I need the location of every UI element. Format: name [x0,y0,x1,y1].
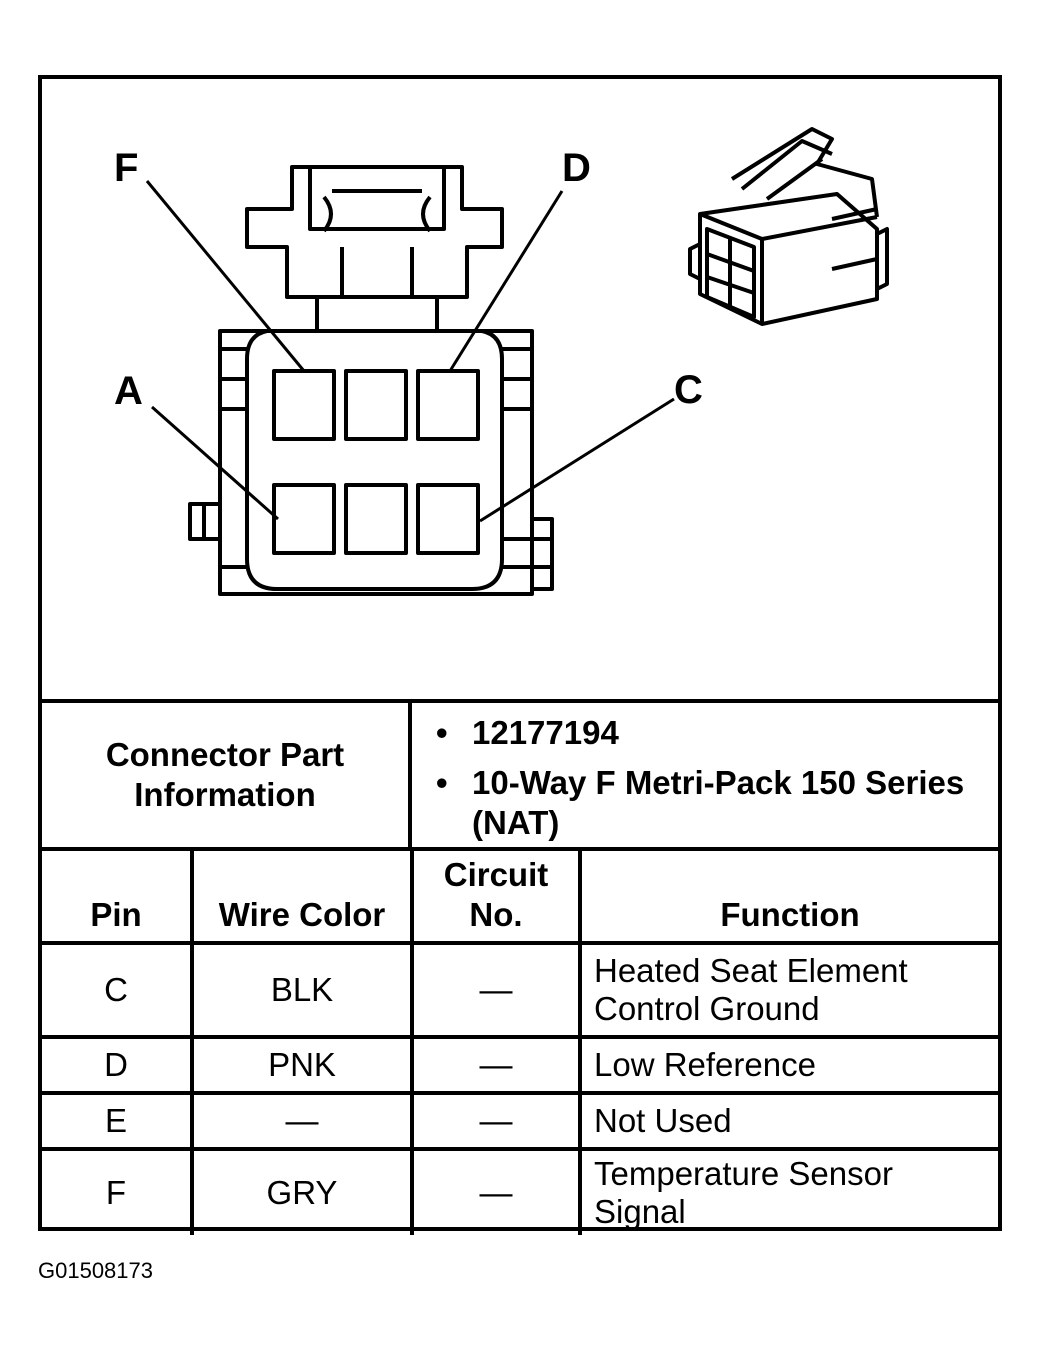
cavity-a [272,483,336,555]
leader-line-a [151,405,279,521]
cavity-f [272,369,336,441]
wire-color-cell: PNK [190,1035,414,1095]
circuit-cell: — [410,1091,582,1151]
header-pin: Pin [42,847,194,945]
cavity-d [416,369,480,441]
label-d: D [562,146,591,190]
leader-line-c [479,397,675,523]
function-cell: Heated Seat Element Control Ground [578,941,998,1039]
connector-type: • 10-Way F Metri-Pack 150 Series (NAT) [436,763,992,843]
cavity-b [344,483,408,555]
connector-figure-frame: F D A C Connector Part Information [38,75,1002,1235]
part-number: • 12177194 [436,713,992,753]
cavity-c [416,483,480,555]
pin-cell: E [42,1091,194,1151]
label-c: C [674,368,703,412]
connector-part-info-label: Connector Part Information [42,703,412,847]
header-function: Function [578,847,998,945]
function-cell: Temperature Sensor Signal [578,1147,998,1235]
connector-3d-view [688,127,889,326]
function-cell: Low Reference [578,1035,998,1095]
header-circuit-no: Circuit No. [410,847,582,945]
table-row: F GRY — Temperature Sensor Signal [42,1147,998,1235]
connector-latch [245,165,504,299]
connector-type-text: 10-Way F Metri-Pack 150 Series (NAT) [472,764,965,841]
connector-body [218,329,534,596]
table-row: D PNK — Low Reference [42,1035,998,1095]
function-cell: Not Used [578,1091,998,1151]
cavity-e [344,369,408,441]
label-f: F [114,146,138,190]
pinout-table: Pin Wire Color Circuit No. Function C BL… [42,847,998,1235]
figure-code: G01508173 [38,1258,153,1283]
part-number-text: 12177194 [472,714,619,751]
bullet-icon: • [436,714,448,751]
pin-cell: C [42,941,194,1039]
pinout-header-row: Pin Wire Color Circuit No. Function [42,847,998,945]
pin-cell: D [42,1035,194,1095]
leader-line-f [145,180,306,372]
leader-line-d [448,190,564,372]
connector-part-information: Connector Part Information • 12177194 • … [42,699,998,847]
wire-color-cell: GRY [190,1147,414,1235]
table-row: E — — Not Used [42,1091,998,1151]
circuit-cell: — [410,941,582,1039]
circuit-cell: — [410,1035,582,1095]
circuit-cell: — [410,1147,582,1235]
header-wire-color: Wire Color [190,847,414,945]
wire-color-cell: BLK [190,941,414,1039]
pin-cell: F [42,1147,194,1235]
label-a: A [114,369,143,413]
connector-face-diagram: F D A C [42,79,998,699]
wire-color-cell: — [190,1091,414,1151]
connector-drawing: F D A C [114,127,889,596]
connector-part-info-list: • 12177194 • 10-Way F Metri-Pack 150 Ser… [412,703,998,847]
bullet-icon: • [436,764,448,801]
table-row: C BLK — Heated Seat Element Control Grou… [42,941,998,1039]
